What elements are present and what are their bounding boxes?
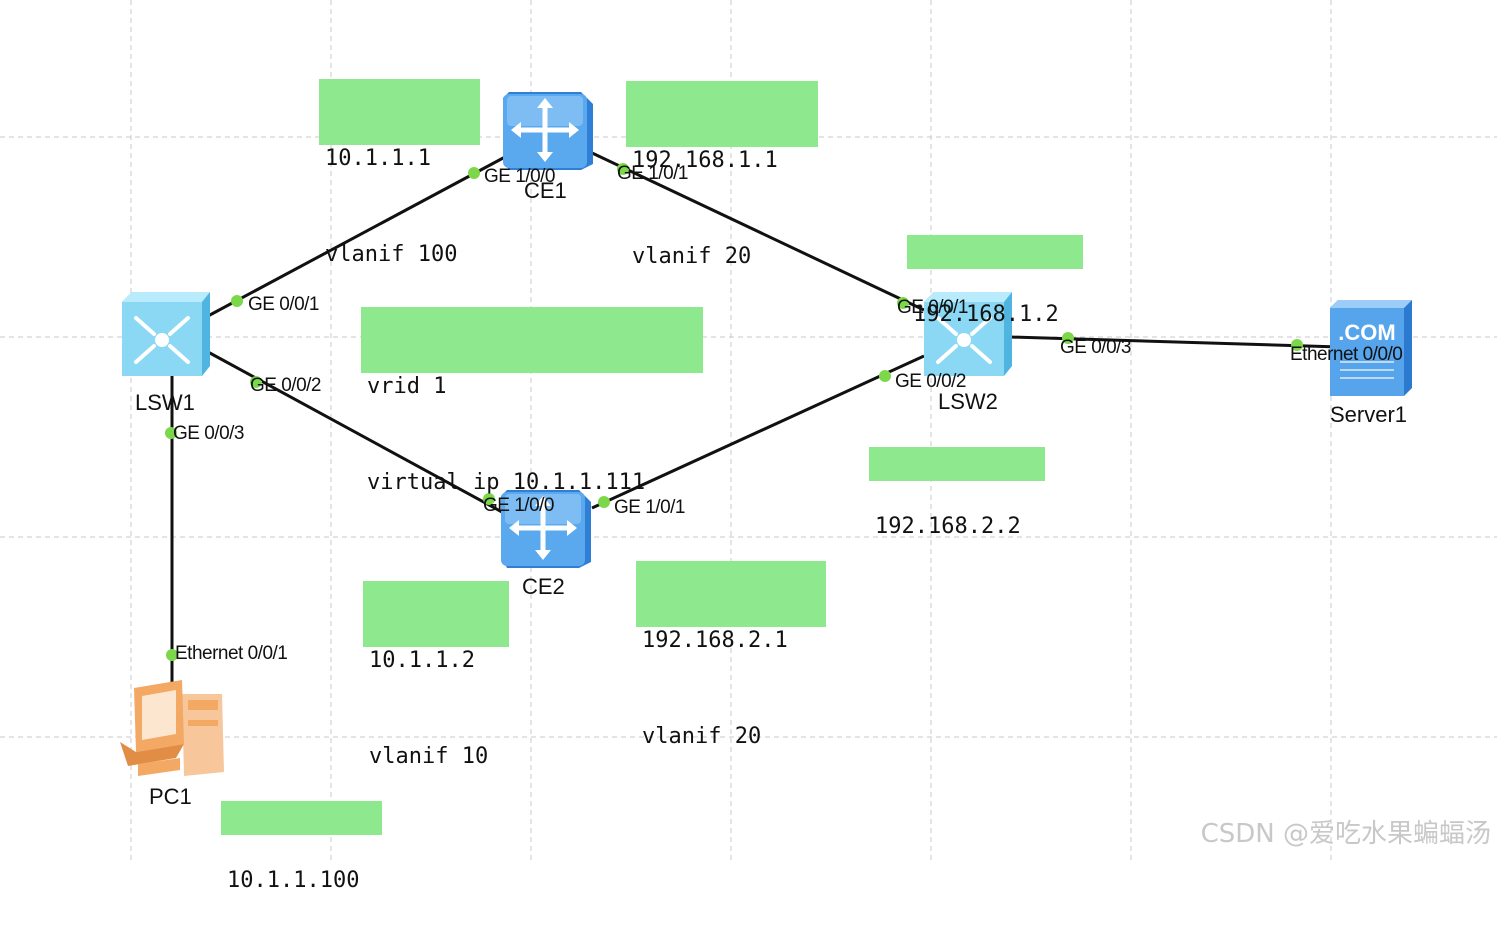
ce1-right-vlanif: vlanif 20 — [632, 244, 752, 269]
watermark: CSDN @爱吃水果蝙蝠汤 — [1200, 819, 1491, 849]
lsw2-name: LSW2 — [938, 389, 998, 414]
ce2-left-vlanif: vlanif 10 — [369, 744, 489, 769]
port-dot[interactable] — [483, 493, 495, 505]
vrrp-virtual-ip: virtual ip 10.1.1.111 — [367, 470, 646, 495]
port-pc1-eth001: Ethernet 0/0/1 — [175, 643, 288, 664]
ce2-right-label: 192.168.2.1 vlanif 20 — [636, 561, 826, 749]
ce2-router-icon[interactable] — [501, 490, 591, 568]
port-dot[interactable] — [166, 649, 178, 661]
ce1-router-icon[interactable] — [503, 92, 593, 170]
port-ce2-ge100: GE 1/0/0 — [483, 495, 555, 516]
ce2-right-vlanif: vlanif 20 — [642, 724, 762, 749]
link-lsw1-ce1[interactable] — [207, 155, 506, 318]
ce2-left-ip: 10.1.1.2 — [369, 648, 475, 673]
ce2-left-label: 10.1.1.2 vlanif 10 — [363, 581, 509, 769]
vrrp-label: vrid 1 virtual ip 10.1.1.111 — [361, 307, 703, 495]
server1-icon[interactable]: .COM — [1330, 300, 1412, 396]
ce1-left-ip: 10.1.1.1 — [325, 146, 431, 171]
server1-name: Server1 — [1330, 402, 1408, 427]
lsw1-name: LSW1 — [135, 390, 195, 415]
topology-canvas: .COM — [0, 0, 1497, 860]
pc1-ip-label: 10.1.1.100 — [221, 801, 382, 893]
port-dot[interactable] — [1291, 339, 1303, 351]
port-dot[interactable] — [231, 295, 243, 307]
port-lsw2-ge003: GE 0/0/3 — [1060, 337, 1132, 358]
port-dot[interactable] — [468, 167, 480, 179]
lsw2-top-ip: 192.168.1.2 — [913, 302, 1059, 327]
lsw1-switch-icon[interactable] — [122, 292, 210, 376]
port-dot[interactable] — [879, 370, 891, 382]
port-dot[interactable] — [617, 163, 629, 175]
server-com-text: .COM — [1338, 320, 1395, 345]
lsw2-bottom-ip: 192.168.2.2 — [875, 514, 1021, 539]
lsw2-top-label: 192.168.1.2 — [907, 235, 1083, 327]
port-lsw1-ge002: GE 0/0/2 — [250, 375, 322, 396]
lsw2-switch-icon[interactable] — [924, 292, 1012, 376]
lsw2-bottom-label: 192.168.2.2 — [869, 447, 1045, 539]
link-ce1-lsw2[interactable] — [589, 150, 925, 312]
port-ce1-ge101: GE 1/0/1 — [617, 163, 689, 184]
ce1-left-label: 10.1.1.1 vlanif 100 — [319, 79, 480, 267]
port-dot[interactable] — [897, 297, 909, 309]
port-lsw1-ge001: GE 0/0/1 — [248, 294, 320, 315]
vrrp-vrid: vrid 1 — [367, 374, 447, 399]
port-server1-eth000: Ethernet 0/0/0 — [1290, 344, 1403, 365]
ce1-left-vlanif: vlanif 100 — [325, 242, 458, 267]
port-dot[interactable] — [250, 376, 262, 388]
ce2-right-ip: 192.168.2.1 — [642, 628, 788, 653]
pc1-name: PC1 — [149, 784, 192, 809]
port-lsw2-ge001: GE 0/0/1 — [897, 297, 969, 318]
port-lsw1-ge003: GE 0/0/3 — [173, 423, 245, 444]
port-ce1-ge100: GE 1/0/0 — [484, 166, 556, 187]
ce1-right-ip: 192.168.1.1 — [632, 148, 778, 173]
port-dot[interactable] — [598, 496, 610, 508]
ce2-name: CE2 — [522, 574, 565, 599]
link-ce2-lsw2[interactable] — [591, 354, 925, 510]
pc1-icon[interactable] — [120, 680, 224, 776]
ce1-name: CE1 — [524, 178, 567, 203]
port-lsw2-ge002: GE 0/0/2 — [895, 371, 967, 392]
port-dot[interactable] — [165, 427, 177, 439]
port-dot[interactable] — [1062, 332, 1074, 344]
ce1-right-label: 192.168.1.1 vlanif 20 — [626, 81, 818, 269]
port-ce2-ge101: GE 1/0/1 — [614, 497, 686, 518]
pc1-ip: 10.1.1.100 — [227, 868, 360, 893]
